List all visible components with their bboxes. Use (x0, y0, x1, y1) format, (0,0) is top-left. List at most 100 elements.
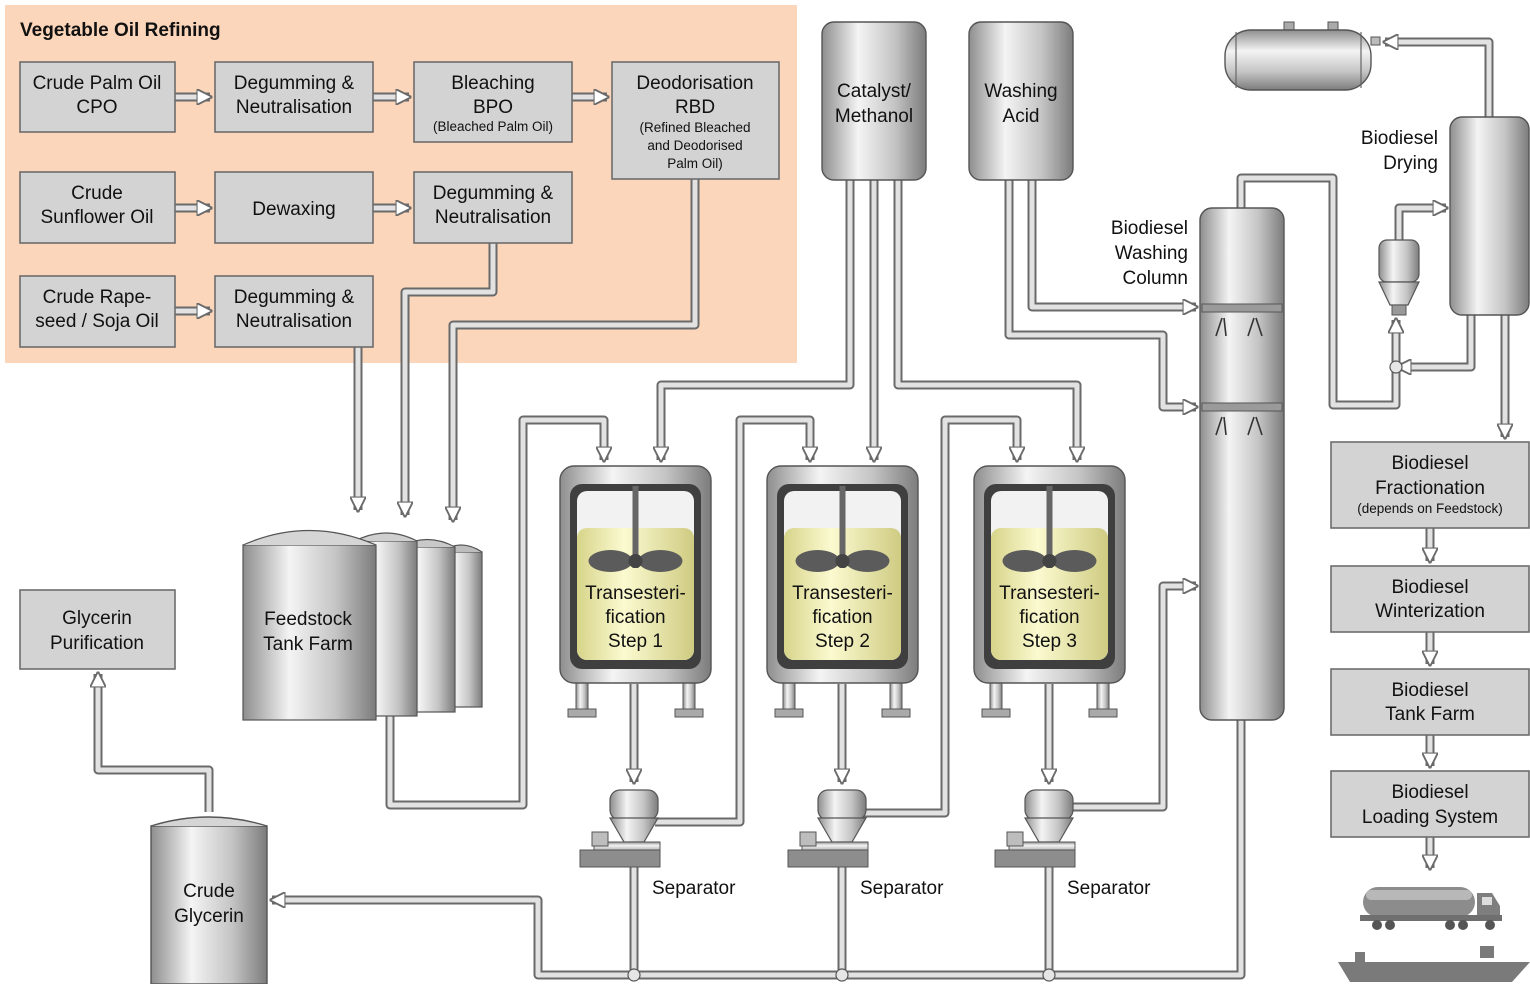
svg-text:Methanol: Methanol (835, 106, 913, 127)
pipe-network (98, 42, 1505, 982)
reactor-label: Transesteri- (999, 583, 1100, 604)
box-crude-sunflower-oil: Crude Sunflower Oil (19, 171, 176, 244)
box-degumming-palm: Degumming & Neutralisation (214, 61, 374, 133)
svg-text:Dewaxing: Dewaxing (252, 199, 335, 220)
box-bleaching: Bleaching BPO (Bleached Palm Oil) (413, 61, 573, 143)
agitator-icon (588, 486, 683, 572)
svg-text:Crude: Crude (183, 881, 235, 902)
feedstock-tank-farm: Feedstock Tank Farm (242, 529, 483, 721)
svg-text:Biodiesel: Biodiesel (1391, 680, 1468, 701)
box-dewaxing: Dewaxing (214, 171, 374, 244)
reactor-label: Step 1 (608, 631, 663, 652)
separator-2: Separator (787, 789, 944, 899)
washing-column-label-1: Biodiesel (1111, 218, 1188, 239)
box-crude-rapeseed-oil: Crude Rape- seed / Soja Oil (19, 275, 176, 348)
box-degumming-sunflower: Degumming & Neutralisation (413, 171, 573, 244)
separator-label: Separator (860, 878, 944, 899)
svg-text:Neutralisation: Neutralisation (236, 97, 352, 118)
junction-valve-icon (1042, 968, 1056, 982)
svg-text:seed / Soja Oil: seed / Soja Oil (35, 311, 159, 332)
svg-text:Biodiesel: Biodiesel (1391, 577, 1468, 598)
svg-text:Feedstock: Feedstock (264, 609, 352, 630)
reactor-label: fication (1019, 607, 1079, 628)
svg-text:Purification: Purification (50, 633, 144, 654)
reactor-label: Step 3 (1022, 631, 1077, 652)
box-degumming-rapeseed: Degumming & Neutralisation (214, 275, 374, 348)
biodiesel-drying-column (1449, 116, 1530, 316)
storage-tank-icon (242, 529, 483, 721)
washing-acid-tank: Washing Acid (968, 21, 1074, 181)
svg-text:Palm Oil): Palm Oil) (667, 156, 723, 171)
pipe-catalyst-to-reactor3 (893, 180, 1077, 460)
pipe-palm-to-feedstock (453, 179, 700, 520)
svg-text:Tank Farm: Tank Farm (1385, 704, 1475, 725)
svg-text:Neutralisation: Neutralisation (236, 311, 352, 332)
pipe-flash-to-drying (1394, 208, 1446, 240)
box-biodiesel-loading-system: Biodiesel Loading System (1330, 770, 1530, 838)
pipe-sunflower-to-feedstock (405, 243, 498, 515)
svg-text:CPO: CPO (76, 97, 117, 118)
pipe-crude-glycerin-to-purification (98, 674, 214, 812)
svg-text:Biodiesel: Biodiesel (1391, 782, 1468, 803)
pipe-separator1-to-reactor2 (655, 415, 810, 827)
svg-text:(depends on Feedstock): (depends on Feedstock) (1357, 501, 1503, 516)
box-crude-palm-oil: Crude Palm Oil CPO (19, 61, 176, 133)
washing-column-label-3: Column (1123, 268, 1188, 289)
reactor-label: Step 2 (815, 631, 870, 652)
junction-valve-icon (627, 968, 641, 982)
svg-text:Crude: Crude (71, 183, 123, 204)
separator-label: Separator (1067, 878, 1151, 899)
svg-text:Degumming &: Degumming & (234, 287, 355, 308)
svg-text:Winterization: Winterization (1375, 601, 1485, 622)
reactor-label: fication (812, 607, 872, 628)
box-biodiesel-winterization: Biodiesel Winterization (1330, 565, 1530, 633)
truck-icon (1360, 887, 1502, 930)
svg-text:Bleaching: Bleaching (451, 73, 534, 94)
washing-column-label-2: Washing (1115, 243, 1188, 264)
separator-3: Separator (994, 789, 1151, 899)
reactor-label: Transesteri- (585, 583, 686, 604)
agitator-icon (795, 486, 890, 572)
junction-valve-icon (1389, 360, 1403, 374)
box-biodiesel-fractionation: Biodiesel Fractionation (depends on Feed… (1330, 441, 1530, 529)
separator-label: Separator (652, 878, 736, 899)
reactor-label: Transesteri- (792, 583, 893, 604)
svg-text:Biodiesel: Biodiesel (1391, 453, 1468, 474)
svg-text:Crude Rape-: Crude Rape- (43, 287, 152, 308)
svg-text:Sunflower Oil: Sunflower Oil (41, 207, 154, 228)
biodiesel-washing-column (1199, 207, 1285, 721)
svg-text:Washing: Washing (984, 81, 1057, 102)
separator-icon (994, 789, 1076, 868)
separator-icon (787, 789, 869, 868)
svg-text:(Refined Bleached: (Refined Bleached (639, 120, 750, 135)
box-deodorisation: Deodorisation RBD (Refined Bleached and … (611, 61, 780, 180)
box-glycerin-purification: Glycerin Purification (19, 589, 176, 670)
ship-icon (1338, 946, 1530, 982)
pipe-acid-to-column-lower (1004, 180, 1196, 407)
pipe-separator3-to-washing-column (1069, 586, 1196, 812)
pipe-feedstock-to-reactor1 (385, 415, 604, 810)
svg-text:Loading System: Loading System (1362, 807, 1498, 828)
svg-text:Tank Farm: Tank Farm (263, 634, 353, 655)
separator-icon (579, 789, 661, 868)
svg-text:Degumming &: Degumming & (433, 183, 554, 204)
biodiesel-storage-drum (1224, 21, 1381, 91)
svg-text:Neutralisation: Neutralisation (435, 207, 551, 228)
crude-glycerin-tank: Crude Glycerin (150, 816, 268, 984)
pipe-drying-bottom-loop (1398, 315, 1476, 367)
svg-text:Glycerin: Glycerin (62, 608, 132, 629)
svg-text:Catalyst/: Catalyst/ (837, 81, 912, 102)
catalyst-methanol-tank: Catalyst/ Methanol (821, 21, 927, 181)
box-biodiesel-tank-farm: Biodiesel Tank Farm (1330, 668, 1530, 736)
agitator-icon (1002, 486, 1097, 572)
drying-flash-vessel (1378, 239, 1420, 316)
pipe-glycerin-header (272, 720, 1246, 980)
refining-region-title: Vegetable Oil Refining (20, 20, 221, 41)
svg-text:and Deodorised: and Deodorised (647, 138, 742, 153)
svg-text:Glycerin: Glycerin (174, 906, 244, 927)
junction-valve-icon (835, 968, 849, 982)
